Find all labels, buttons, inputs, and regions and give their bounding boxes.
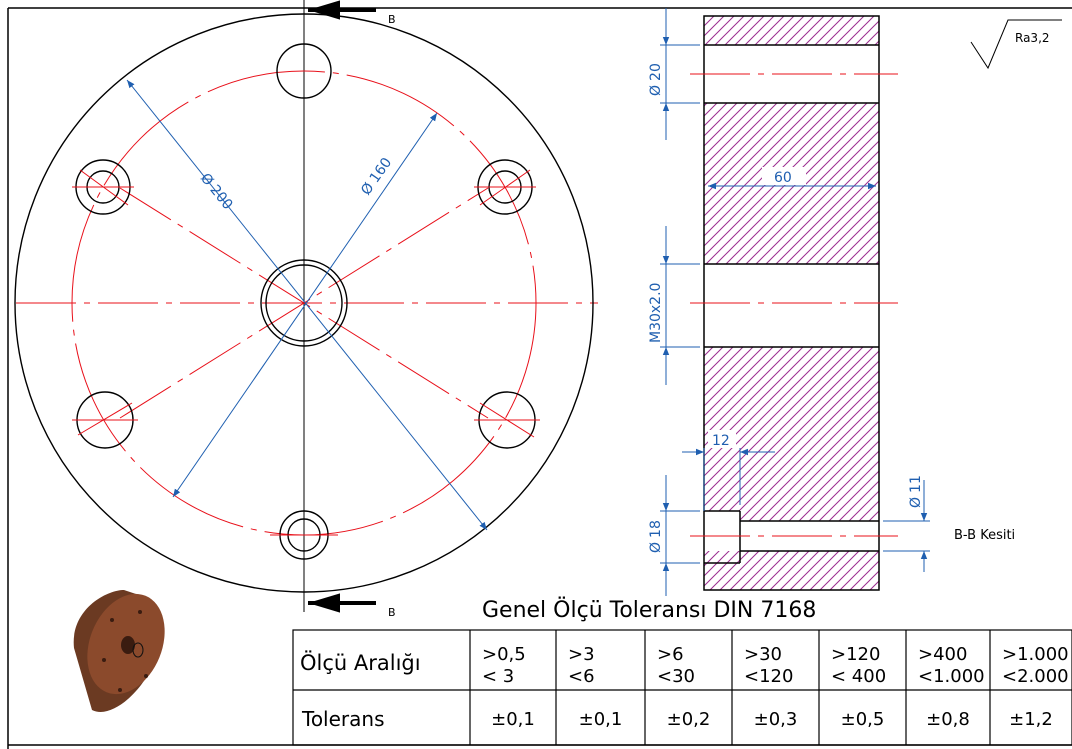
range-cell-1-1: <6 <box>568 666 595 687</box>
range-cell-0-1: < 3 <box>482 666 514 687</box>
tolerance-cell-3: ±0,3 <box>754 709 798 730</box>
bolt-hole-lower-left <box>72 391 138 449</box>
range-cell-4-0: >120 <box>831 644 880 665</box>
dim-160-line <box>172 112 438 498</box>
section-label-top: B <box>388 13 396 26</box>
section-caption: B-B Kesiti <box>954 528 1015 543</box>
dim-160-label: Ø160 <box>358 155 395 198</box>
table-title: Genel Ölçü Toleransı DIN 7168 <box>482 597 816 623</box>
section-arrow-top: B <box>308 0 396 26</box>
row-label-range: Ölçü Aralığı <box>300 650 421 675</box>
bolt-hole-upper-left <box>72 159 134 215</box>
dim-200-line <box>126 79 488 531</box>
range-cell-5-0: >400 <box>918 644 967 665</box>
range-cell-0-0: >0,5 <box>482 644 526 665</box>
tolerance-cell-4: ±0,5 <box>841 709 885 730</box>
section-label-bottom: B <box>388 606 396 619</box>
range-cell-1-0: >3 <box>568 644 595 665</box>
svg-text:Ø18: Ø18 <box>648 520 664 553</box>
bolt-hole-lower-right <box>474 391 540 449</box>
drawing-frame <box>7 7 1072 749</box>
section-view: Ø20 M30x2.0 60 12 <box>648 8 1015 596</box>
tolerance-cell-0: ±0,1 <box>491 709 535 730</box>
range-cell-2-0: >6 <box>657 644 684 665</box>
row-label-tolerance: Tolerans <box>301 707 385 731</box>
tolerance-cell-2: ±0,2 <box>667 709 711 730</box>
outer-circle <box>14 13 594 593</box>
range-cell-4-1: < 400 <box>831 666 886 687</box>
range-cell-2-1: <30 <box>657 666 695 687</box>
range-cell-6-0: >1.000 <box>1002 644 1069 665</box>
dim-60: 60 <box>708 167 876 190</box>
front-view: Ø200 Ø160 B B <box>14 0 598 619</box>
dim-18: Ø18 <box>648 475 700 596</box>
svg-text:12: 12 <box>712 433 730 449</box>
dim-20: Ø20 <box>648 8 700 140</box>
dim-200-label: Ø200 <box>197 170 236 213</box>
dim-12: 12 <box>682 430 775 511</box>
tolerance-cell-6: ±1,2 <box>1009 709 1053 730</box>
svg-text:Ø11: Ø11 <box>908 475 924 508</box>
surface-finish-symbol: Ra3,2 <box>970 19 1062 70</box>
section-arrow-bottom: B <box>308 593 396 619</box>
part-3d-preview <box>73 590 165 712</box>
tolerance-table: Genel Ölçü Toleransı DIN 7168 Ölçü Aralı… <box>292 597 1072 746</box>
range-cell-5-1: <1.000 <box>918 666 985 687</box>
range-cell-6-1: <2.000 <box>1002 666 1069 687</box>
tolerance-cell-1: ±0,1 <box>579 709 623 730</box>
surface-finish-label: Ra3,2 <box>1015 31 1050 45</box>
dim-thread: M30x2.0 <box>648 226 700 385</box>
svg-text:60: 60 <box>774 170 792 186</box>
dim-11: Ø11 <box>883 475 930 572</box>
range-cell-3-0: >30 <box>744 644 782 665</box>
bolt-hole-upper-right <box>474 159 536 215</box>
tolerance-cell-5: ±0,8 <box>926 709 970 730</box>
range-cell-3-1: <120 <box>744 666 793 687</box>
svg-text:Ø20: Ø20 <box>648 63 664 96</box>
svg-text:M30x2.0: M30x2.0 <box>648 283 664 343</box>
